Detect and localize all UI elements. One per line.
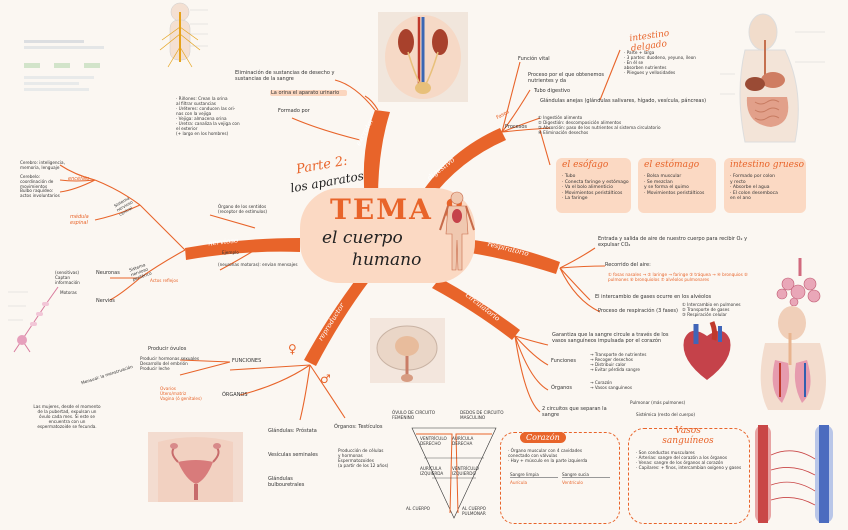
nerv-medula: médula espinal: [70, 214, 89, 226]
int-grueso-box: [724, 158, 806, 213]
stage-gemel: DEDOS DE CIRCUITO MASCULINO: [460, 410, 504, 420]
nervous-system-image: [0, 20, 152, 130]
esofago-list: · Tubo· Conecta faringe y estómago · Va …: [562, 174, 629, 201]
vasos-box: [628, 428, 750, 524]
circ-organos-label: Órganos: [551, 385, 572, 391]
excretor-sudor: Formado por: [278, 108, 310, 114]
int-grueso-list: · Formado por colon y recto · Absorbe el…: [730, 174, 778, 201]
dig-tubo: Tubo digestivo: [534, 88, 571, 94]
rep-testiculos: Órganos: Testículos: [334, 424, 383, 430]
stage-auricula: AURÍCULA DERECHA: [452, 436, 474, 446]
alveoli-image: [776, 258, 821, 306]
corazon-list: · Órgano muscular con 4 cavidades conect…: [508, 448, 588, 463]
int-delgado-list: · Parte + larga· 3 partes: duodeno, yeyu…: [624, 50, 696, 75]
rep-gland-bulbo: Glándulas bulbouretrales: [268, 476, 305, 488]
nerv-organo: Órgano de los sentidos (receptor de estí…: [218, 204, 268, 214]
nerv-cerebro: Cerebro: inteligencia, memoria, lenguaje: [20, 160, 65, 170]
stage-capilares2: AL CUERPO PULMONAR: [462, 506, 486, 516]
nerv-sensitivas: (sensitivas) Captan información: [55, 270, 80, 285]
center-blob: [300, 188, 475, 283]
female-symbol-icon: ♀: [288, 342, 297, 356]
nerv-nervios: Nervios: [96, 298, 115, 304]
circ-circuitos: 2 circuitos que separan la sangre: [542, 406, 607, 418]
nerv-mensajes: (neuronas motoras): envían mensajes: [218, 262, 298, 267]
resp-entrada: Entrada y salida de aire de nuestro cuer…: [598, 236, 748, 248]
corazon-table: Sangre limpia Sangre sucia Aurícula Vent…: [510, 472, 610, 485]
nerv-bulbo: Bulbo raquídeo: actos involuntarios: [20, 188, 60, 198]
nerv-neuronas: Neuronas: [96, 270, 120, 276]
excretor-items: · Riñones: Crean la orina al filtrar sus…: [176, 96, 240, 136]
stage-capilares: AL CUERPO: [406, 506, 430, 511]
nerv-ejemplo: Ejemplo: [222, 250, 239, 255]
circ-garantiza: Garantiza que la sangre circule a través…: [552, 332, 669, 344]
dig-glandulas: Glándulas anejas (glándulas salivares, h…: [540, 98, 707, 104]
rep-bloque: Las mujeres, desde el momento de la pube…: [33, 404, 101, 429]
stage-ventriculo: VENTRÍCULO DERECHO: [420, 436, 447, 446]
resp-intercambio: El intercambio de gases ocurre en los al…: [595, 294, 712, 300]
page-title: TEMA 8: [330, 193, 467, 226]
excretor-elim: Eliminación de sustancias de desecho y s…: [235, 70, 335, 82]
estomago-title: el estómago: [644, 160, 700, 170]
neuron-image: [8, 286, 59, 353]
blood-vessels-image: [755, 425, 833, 523]
female-reproductive-image: [148, 432, 243, 502]
resp-proceso: Proceso de respiración (3 fases): [598, 308, 678, 314]
spinal-cord-image: [159, 2, 208, 68]
rep-organos: ÓRGANOS: [222, 392, 248, 398]
urinary-system-image: [378, 12, 468, 102]
rep-vesiculas: Vesículas seminales: [268, 452, 318, 458]
nerv-cerebelo: Cerebelo: coordinación de movimientos: [20, 174, 54, 189]
excretor-rinon: La orina el aparato urinario: [270, 90, 347, 96]
resp-pasos: ① fosas nasales → ② laringe → faringe ③ …: [608, 272, 748, 282]
nerv-motoras: Motoras: [60, 290, 77, 295]
rep-glandulas: Glándulas: Próstata: [268, 428, 317, 434]
subtitle-line1: el cuerpo: [322, 228, 403, 248]
corazon-title: Corazón: [520, 432, 566, 443]
stage-ovarios: ÓVULO DE CIRCUITO FEMENINO: [392, 410, 436, 420]
dig-procesos-label: Procesos: [505, 124, 528, 130]
male-reproductive-image: [370, 318, 445, 383]
circulation-diagram: [411, 427, 497, 519]
rep-funciones: FUNCIONES: [232, 358, 262, 364]
esofago-box: [556, 158, 631, 213]
circ-menor: Pulmonar (más pulmones): [630, 400, 686, 405]
digestive-system-image: [715, 2, 845, 152]
circ-mayor: Sistémica (resto del cuerpo): [636, 412, 696, 417]
nerv-encefalo: encéfalo: [68, 176, 90, 182]
vasos-list: · Son conductos musculares· Arterias: sa…: [636, 450, 742, 470]
dig-func: Función vital: [518, 56, 550, 62]
subtitle-line2: humano: [352, 250, 422, 270]
circ-organos: → Corazón→ Vasos sanguíneos: [590, 380, 633, 390]
dig-proceso: Proceso por el que obtenemos nutrientes …: [528, 72, 605, 84]
human-body-icon: [439, 191, 475, 271]
respiratory-system-image: [760, 306, 826, 410]
stage-ventr-izq: VENTRÍCULO IZQUIERDO: [452, 466, 479, 476]
male-symbol-icon: ♂: [320, 372, 331, 386]
esofago-title: el esófago: [562, 160, 609, 170]
int-grueso-title: intestino grueso: [730, 160, 805, 170]
estomago-box: [638, 158, 716, 213]
rep-femenino: Producir óvulos: [148, 346, 187, 352]
estomago-list: · Bolsa muscular· Se mezclan y se forma …: [644, 174, 705, 196]
circ-funciones-label: Funciones: [551, 358, 576, 364]
resp-recorrido: Recorrido del aire:: [605, 262, 651, 268]
vasos-title: Vasos sanguíneos: [662, 426, 714, 446]
circ-funciones: → Transporte de nutrientes→ Recoger dese…: [590, 352, 647, 372]
nerv-actos: Actos reflejos: [150, 278, 179, 283]
heart-image: [683, 321, 731, 380]
stage-atrio: AURÍCULA IZQUIERDA: [420, 466, 444, 476]
